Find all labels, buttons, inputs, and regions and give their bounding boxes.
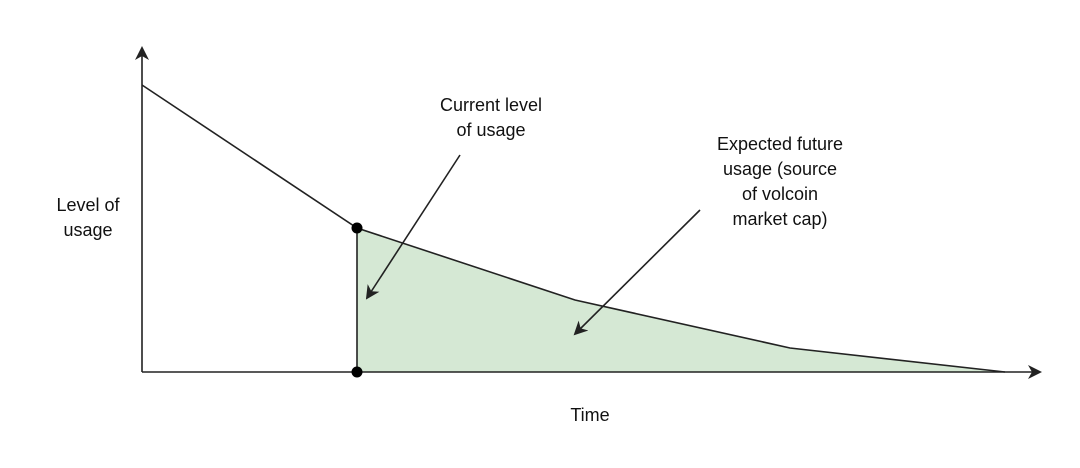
current-time-dot [351,366,363,378]
y-axis-label-line: usage [63,220,113,240]
future-usage-arrow [573,209,701,336]
future-usage-area [357,228,1005,372]
current-level-label-line: Current level [439,95,543,115]
y-axis-label: Level of usage [56,193,119,243]
current-level-arrow [365,154,461,300]
future-usage-label-line: Expected future [716,134,844,154]
future-usage-label-line: of volcoin [741,184,819,204]
y-axis-label-line: Level of [56,195,120,215]
usage-curve [141,84,1006,373]
current-level-label: Current level of usage [440,93,542,143]
future-usage-label-line: usage (source [722,159,838,179]
future-usage-label-line: market cap) [732,209,828,229]
future-usage-label: Expected future usage (source of volcoin… [717,132,843,232]
current-level-label-line: of usage [456,120,526,140]
x-axis-label: Time [570,405,610,425]
current-level-dot [351,222,363,234]
